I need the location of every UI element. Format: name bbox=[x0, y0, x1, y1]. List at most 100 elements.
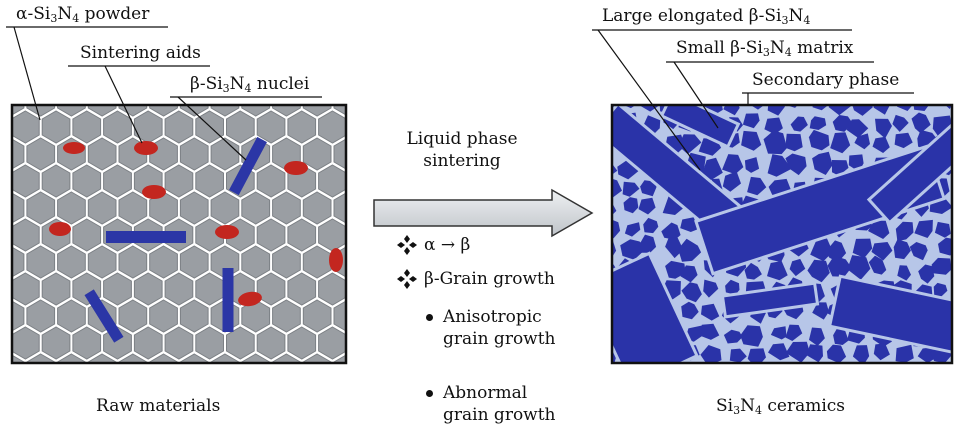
matrix-grain bbox=[959, 263, 966, 280]
powder-hexagon bbox=[210, 191, 240, 225]
matrix-grain bbox=[934, 221, 951, 238]
matrix-grain bbox=[806, 344, 823, 363]
powder-hexagon bbox=[349, 327, 377, 359]
powder-hexagon bbox=[272, 191, 301, 225]
powder-hexagon bbox=[41, 164, 71, 198]
matrix-grain bbox=[808, 129, 830, 151]
matrix-grain bbox=[875, 118, 892, 139]
matrix-grain bbox=[701, 323, 720, 340]
matrix-grain bbox=[789, 364, 806, 384]
matrix-grain bbox=[917, 347, 936, 363]
alpha-si3n4-powder-particles bbox=[12, 105, 377, 434]
matrix-grain bbox=[678, 238, 702, 262]
powder-hexagon bbox=[288, 381, 316, 413]
matrix-grain bbox=[831, 160, 849, 176]
matrix-grain bbox=[723, 368, 743, 388]
label-large-elongated: Large elongated β-Si3N4 bbox=[602, 6, 811, 27]
step-alpha-to-beta-text: α → β bbox=[424, 235, 471, 255]
powder-hexagon bbox=[349, 219, 377, 251]
powder-hexagon bbox=[318, 164, 346, 198]
matrix-grain bbox=[954, 325, 966, 347]
matrix-grain bbox=[740, 364, 765, 387]
matrix-grain bbox=[618, 365, 640, 388]
matrix-grain bbox=[812, 302, 829, 320]
matrix-grain bbox=[612, 163, 618, 175]
powder-hexagon bbox=[12, 192, 25, 224]
sintering-aid-particle bbox=[215, 225, 239, 239]
matrix-grain bbox=[852, 105, 873, 116]
matrix-grain bbox=[809, 116, 827, 130]
powder-hexagon bbox=[164, 272, 194, 306]
powder-hexagon bbox=[58, 408, 86, 434]
powder-hexagon bbox=[179, 137, 209, 171]
powder-hexagon bbox=[287, 218, 317, 252]
powder-hexagon bbox=[118, 245, 148, 279]
powder-hexagon bbox=[12, 381, 40, 413]
bullet-dot-icon bbox=[426, 390, 433, 397]
powder-hexagon bbox=[133, 326, 163, 360]
powder-hexagon bbox=[72, 326, 102, 360]
powder-hexagon bbox=[256, 218, 286, 252]
matrix-grain bbox=[958, 111, 966, 133]
matrix-grain bbox=[785, 324, 803, 341]
matrix-grain bbox=[832, 115, 853, 132]
powder-hexagon bbox=[164, 110, 194, 144]
powder-hexagon bbox=[179, 105, 209, 117]
bullet-dot-icon bbox=[426, 314, 433, 321]
powder-hexagon bbox=[241, 191, 271, 225]
matrix-grain bbox=[958, 198, 966, 214]
matrix-grain bbox=[870, 371, 887, 387]
matrix-grain bbox=[770, 326, 787, 340]
label-sintering-aids: Sintering aids bbox=[80, 43, 201, 63]
substep-anisotropic-line2: grain growth bbox=[443, 329, 556, 349]
powder-hexagon bbox=[179, 299, 209, 333]
powder-hexagon bbox=[226, 326, 255, 360]
matrix-grain bbox=[680, 265, 698, 283]
label-small-matrix: Small β-Si3N4 matrix bbox=[676, 38, 854, 59]
matrix-grain bbox=[744, 157, 760, 173]
powder-hexagon bbox=[210, 137, 240, 171]
matrix-grain bbox=[790, 116, 808, 132]
matrix-grain bbox=[872, 136, 890, 153]
label-secondary-phase: Secondary phase bbox=[752, 70, 900, 90]
powder-hexagon bbox=[12, 218, 40, 252]
matrix-grain bbox=[701, 303, 720, 321]
matrix-grain bbox=[889, 364, 911, 386]
elongated-grain bbox=[827, 274, 952, 356]
substep-anisotropic: Anisotropic grain growth bbox=[426, 306, 556, 350]
powder-hexagon bbox=[12, 300, 25, 332]
matrix-grain bbox=[897, 265, 911, 281]
elongated-grain-body bbox=[831, 278, 952, 352]
beta-nucleus-rod bbox=[229, 136, 267, 196]
substep-abnormal-line2: grain growth bbox=[443, 405, 556, 425]
matrix-grain bbox=[895, 344, 914, 363]
powder-hexagon bbox=[26, 191, 56, 225]
powder-hexagon bbox=[26, 105, 56, 117]
matrix-grain bbox=[895, 221, 914, 242]
powder-hexagon bbox=[272, 105, 301, 117]
matrix-grain bbox=[681, 301, 699, 320]
matrix-grain bbox=[785, 153, 807, 176]
elongated-grain-body bbox=[724, 284, 816, 316]
powder-hexagon bbox=[333, 105, 346, 116]
powder-hexagon bbox=[226, 110, 255, 144]
powder-hexagon bbox=[241, 105, 271, 117]
powder-hexagon bbox=[133, 272, 163, 306]
powder-hexagon bbox=[87, 105, 117, 117]
matrix-grain bbox=[767, 105, 785, 116]
matrix-grain bbox=[681, 282, 702, 303]
matrix-grain bbox=[771, 362, 775, 363]
powder-hexagon bbox=[26, 137, 56, 171]
matrix-grain bbox=[868, 220, 890, 239]
powder-hexagon bbox=[57, 245, 86, 279]
ceramics-panel bbox=[600, 103, 966, 388]
matrix-grain bbox=[665, 236, 684, 259]
matrix-grain bbox=[909, 242, 928, 261]
matrix-grain bbox=[600, 367, 621, 385]
matrix-grain bbox=[918, 264, 935, 284]
sintering-aid-particle bbox=[63, 142, 85, 154]
powder-hexagon bbox=[41, 272, 71, 306]
powder-hexagon bbox=[72, 110, 102, 144]
powder-hexagon bbox=[302, 299, 332, 333]
